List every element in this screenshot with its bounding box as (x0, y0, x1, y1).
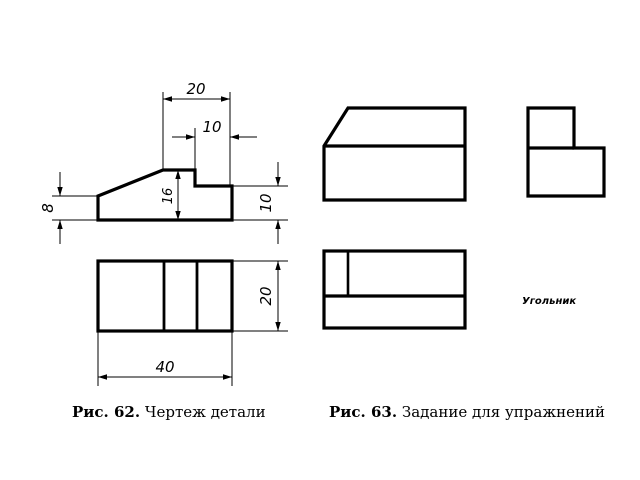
figure-63-number: Рис. 63. (329, 403, 398, 421)
figure-62-plan-view (96, 259, 234, 333)
dim-plan-length: 40 (155, 358, 174, 376)
dim-top-step-width: 10 (202, 118, 221, 136)
figure-62-extension-lines (52, 92, 288, 386)
figure-63-title: Задание для упражнений (401, 403, 606, 421)
figure-62-front-view (96, 168, 234, 222)
dim-right-height: 10 (257, 193, 275, 212)
figure-62-caption: Рис. 62. Чертеж детали (72, 403, 266, 421)
figure-62-dimension-values: 20 10 8 16 10 20 40 (39, 80, 275, 376)
figure-62-dimension-lines (57, 96, 281, 380)
figure-63-caption: Рис. 63. Задание для упражнений (329, 403, 605, 421)
figure-63-plan-view (322, 249, 467, 330)
part-name-label: Угольник (522, 296, 577, 307)
figure-62-title: Чертеж детали (144, 403, 266, 421)
dim-left-height: 8 (39, 203, 57, 213)
figure-63-side-view (526, 106, 606, 198)
dim-plan-depth: 20 (257, 286, 275, 305)
dim-inner-height: 16 (161, 188, 176, 205)
figure-62-number: Рис. 62. (72, 403, 141, 421)
figure-63-front-view (322, 106, 467, 202)
dim-top-total-width: 20 (186, 80, 205, 98)
